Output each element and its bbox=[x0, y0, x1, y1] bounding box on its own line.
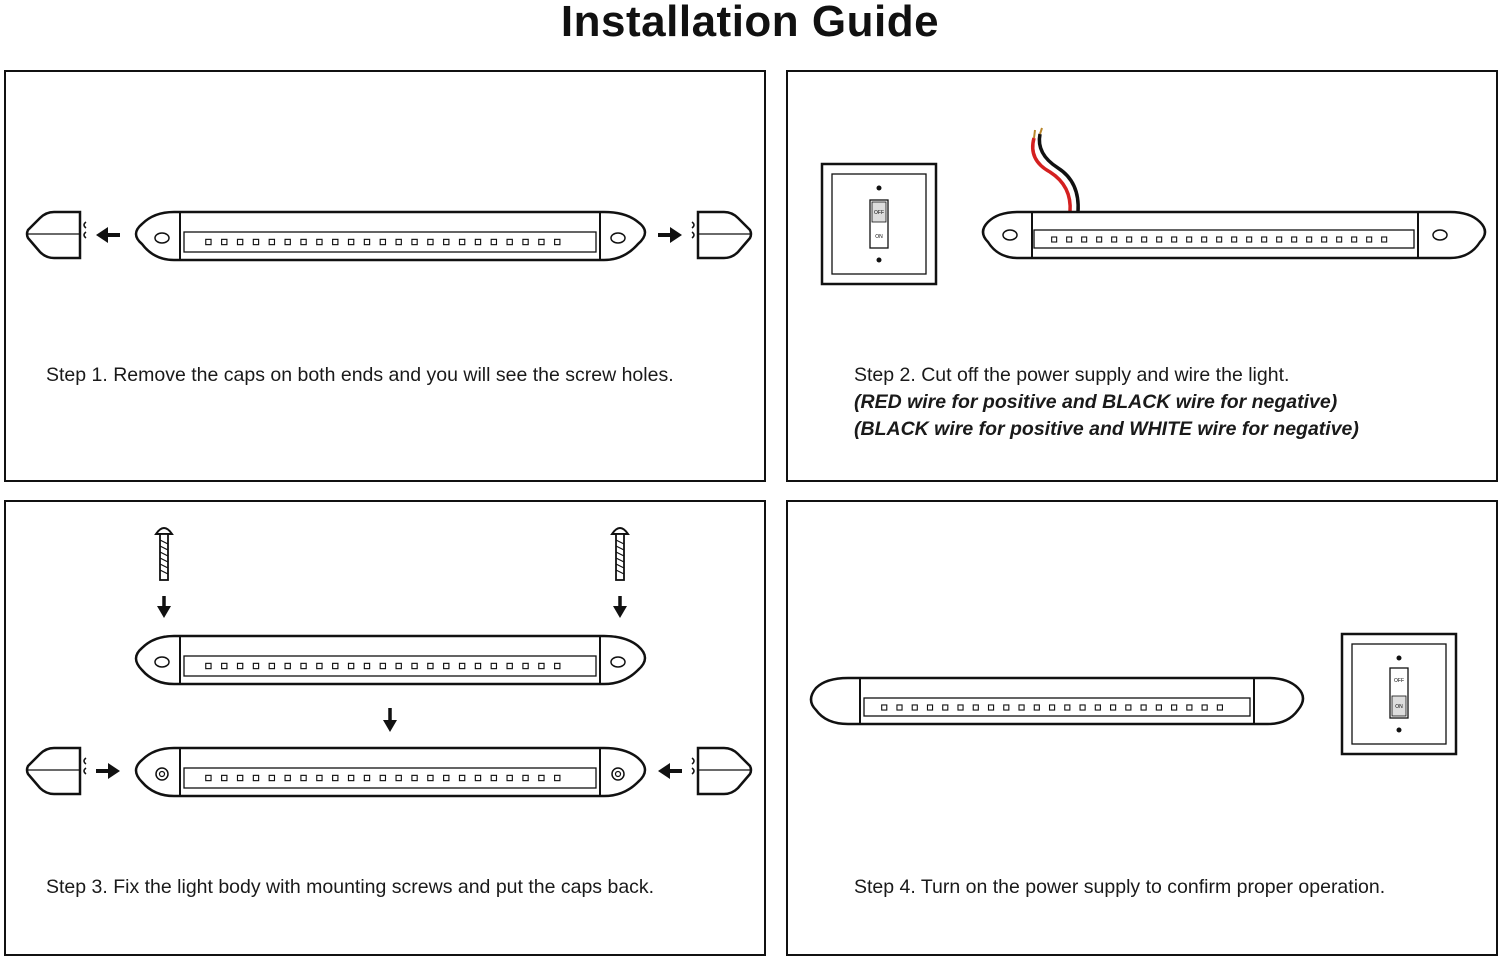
led-light-bar-icon bbox=[134, 210, 647, 262]
switch-off-label: OFF bbox=[1394, 678, 1404, 684]
end-cap-icon bbox=[25, 746, 87, 796]
wall-switch-icon: OFF ON bbox=[820, 162, 938, 286]
step-4-diagram: OFF ON bbox=[809, 632, 1458, 756]
screw-icon bbox=[610, 527, 630, 581]
page-title: Installation Guide bbox=[560, 0, 940, 46]
screw-icon bbox=[154, 527, 174, 581]
step-3-caption: Step 3. Fix the light body with mounting… bbox=[46, 876, 655, 898]
led-light-bar-icon bbox=[134, 634, 647, 686]
arrow-down-icon bbox=[613, 596, 627, 618]
switch-on-label: ON bbox=[875, 234, 883, 240]
arrow-left-icon bbox=[96, 227, 120, 243]
wiring-note-2: (BLACK wire for positive and WHITE wire … bbox=[854, 418, 1359, 440]
wires-icon bbox=[1031, 127, 1080, 213]
step-2-diagram: OFF ON bbox=[820, 127, 1487, 286]
step-2-instruction: Step 2. Cut off the power supply and wir… bbox=[854, 364, 1290, 386]
arrow-down-icon bbox=[383, 708, 397, 732]
wiring-note-1: (RED wire for positive and BLACK wire fo… bbox=[854, 391, 1338, 413]
arrow-left-icon bbox=[658, 763, 682, 779]
arrow-right-icon bbox=[96, 763, 120, 779]
wall-switch-icon: OFF ON bbox=[1340, 632, 1458, 756]
step-2-caption: Step 2. Cut off the power supply and wir… bbox=[854, 362, 1359, 443]
arrow-right-icon bbox=[658, 227, 682, 243]
switch-off-label: OFF bbox=[874, 210, 884, 216]
led-light-bar-icon bbox=[134, 746, 647, 798]
step-1-caption: Step 1. Remove the caps on both ends and… bbox=[46, 364, 674, 386]
arrow-down-icon bbox=[157, 596, 171, 618]
step-4-caption: Step 4. Turn on the power supply to conf… bbox=[854, 876, 1386, 898]
step-2-panel: OFF ON Step 2. Cut off the power supply … bbox=[786, 70, 1498, 482]
end-cap-icon bbox=[691, 210, 753, 260]
step-1-panel: Step 1. Remove the caps on both ends and… bbox=[4, 70, 766, 482]
step-3-diagram bbox=[25, 527, 753, 798]
end-cap-icon bbox=[25, 210, 87, 260]
end-cap-icon bbox=[691, 746, 753, 796]
step-1-diagram bbox=[25, 210, 753, 262]
switch-on-label: ON bbox=[1395, 704, 1403, 710]
step-3-panel: Step 3. Fix the light body with mounting… bbox=[4, 500, 766, 956]
led-light-bar-icon bbox=[809, 676, 1305, 726]
led-light-bar-icon bbox=[981, 210, 1487, 260]
step-4-panel: OFF ON Step 4. Turn on the power supply … bbox=[786, 500, 1498, 956]
